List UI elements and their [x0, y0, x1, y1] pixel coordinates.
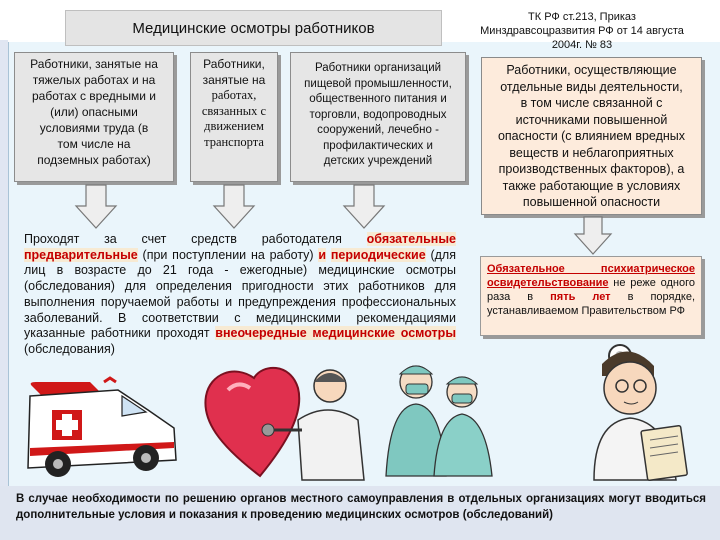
category-box-high-danger: Работники, осуществляющие отдельные виды… — [481, 57, 702, 215]
category-line: движением — [204, 119, 264, 133]
category-line: в том числе связанной с — [520, 96, 663, 110]
category-line: том числе на — [57, 137, 131, 151]
category-line: (или) опасными — [50, 105, 138, 119]
page-title: Медицинские осмотры работников — [65, 10, 442, 46]
text-segment: не реже одного раза в — [487, 277, 695, 303]
category-line: общественного питания и — [309, 93, 447, 105]
heart-doctor-illustration — [204, 366, 365, 481]
left-decor-bar — [0, 40, 8, 540]
category-line: отдельные виды деятельности, — [500, 79, 683, 94]
category-line: профилактических и — [323, 139, 433, 152]
category-line: веществ и неблагоприятных — [509, 145, 674, 160]
category-line: торговли, водопроводных — [309, 108, 447, 121]
text-segment: Проходят за счет средств работодателя — [24, 232, 367, 246]
text-segment: (обследования) — [24, 341, 115, 356]
down-arrow-icon — [573, 216, 613, 255]
category-box-hazardous: Работники, занятые на тяжелых работах и … — [14, 52, 174, 182]
category-box-food-industry: Работники организаций пищевой промышленн… — [290, 52, 466, 182]
legal-reference-line: ТК РФ ст.213, Приказ — [528, 11, 636, 23]
legal-reference-line: Минздравсоцразвития РФ от 14 августа — [480, 25, 684, 37]
category-line: связанных с — [201, 103, 267, 118]
surgeons-illustration — [385, 365, 493, 477]
legal-reference: ТК РФ ст.213, Приказ Минздравсоцразвития… — [462, 10, 702, 56]
category-line: опасности (с влиянием вредных — [497, 129, 686, 143]
category-line: производственных факторов), а — [498, 162, 685, 176]
category-line: транспорта — [204, 134, 264, 149]
category-line: занятые на — [202, 72, 266, 87]
category-line: работах с вредными и — [31, 89, 157, 103]
highlight-mandatory: обязательные — [366, 232, 456, 246]
psych-heading: Обязательное психиатрическое освидетельс… — [487, 263, 695, 289]
main-paragraph: Проходят за счет средств работодателя об… — [24, 232, 456, 358]
highlight-periodic: периодические — [330, 247, 426, 262]
ambulance-illustration — [27, 376, 177, 477]
down-arrow-icon — [342, 184, 386, 229]
footer-strip — [0, 486, 720, 540]
category-line: Работники, занятые на — [30, 57, 158, 71]
category-line: Работники организаций — [314, 62, 442, 74]
text-segment: (при поступлении на работу) — [137, 247, 319, 262]
legal-reference-line: 2004г. № 83 — [551, 39, 613, 51]
category-line: детских учреждений — [323, 155, 433, 167]
doctor-clipboard-illustration — [593, 344, 688, 482]
highlight-extraordinary: внеочередные медицинские осмотры — [215, 326, 456, 341]
category-line: сооружений, лечебно - — [317, 124, 439, 136]
text-segment: в порядке, устанавливаемом Правительство… — [487, 291, 695, 317]
category-line: источниками повышенной — [515, 112, 668, 127]
category-line: работах, — [211, 88, 257, 102]
footer-note: В случае необходимости по решению органо… — [16, 493, 706, 521]
category-line: пищевой промышленности, — [304, 77, 452, 90]
psychiatric-exam-box: Обязательное психиатрическое освидетельс… — [480, 256, 702, 336]
down-arrow-icon — [212, 184, 256, 229]
down-arrow-icon — [74, 184, 118, 229]
highlight-preliminary: предварительные — [24, 247, 138, 262]
category-line: подземных работах) — [37, 153, 151, 167]
psych-period: пять лет — [550, 291, 611, 303]
category-line: Работники, осуществляющие — [506, 63, 677, 77]
category-line: также работающие в условиях — [502, 178, 681, 193]
category-line: тяжелых работах и на — [32, 73, 156, 87]
category-box-transport: Работники, занятые на работах, связанных… — [190, 52, 278, 182]
category-line: условиями труда (в — [39, 121, 149, 135]
category-line: Работники, — [203, 57, 265, 71]
highlight-and: и — [318, 247, 327, 262]
text-segment: (для лиц в возрасте до 21 года - ежегодн… — [24, 247, 456, 341]
category-line: повышенной опасности — [522, 195, 661, 209]
